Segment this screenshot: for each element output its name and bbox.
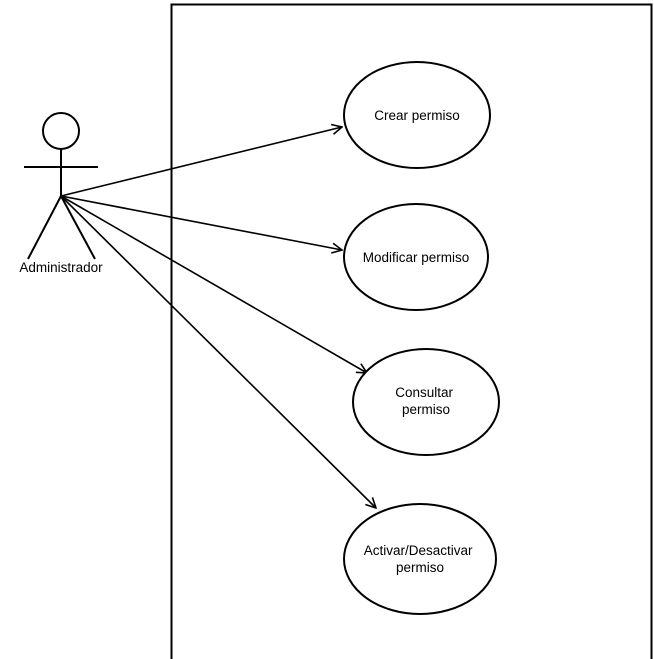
- use-case-modificar-permiso[interactable]: Modificar permiso: [343, 203, 489, 311]
- actor-label: Administrador: [19, 260, 103, 275]
- use-case-ellipse[interactable]: [343, 203, 489, 311]
- system-boundary: [170, 3, 653, 659]
- association-activar: [60, 195, 376, 508]
- use-case-label: Crear permiso: [374, 108, 460, 123]
- use-case-crear-permiso[interactable]: Crear permiso: [343, 61, 491, 169]
- actor-head: [42, 112, 80, 150]
- association-consultar: [60, 195, 367, 373]
- use-case-label: Modificar permiso: [363, 250, 470, 265]
- actor-left-leg: [27, 195, 62, 260]
- use-case-activar-desactivar-permiso[interactable]: Activar/Desactivar permiso: [343, 503, 497, 615]
- associations: [60, 127, 376, 508]
- actor-administrador[interactable]: [24, 112, 98, 260]
- use-case-ellipse[interactable]: [343, 61, 491, 169]
- use-case-ellipse[interactable]: [343, 503, 497, 615]
- use-case-label: Activar/Desactivar permiso: [364, 543, 477, 575]
- association-modificar: [60, 195, 342, 250]
- use-case-label: Consultar permiso: [395, 385, 457, 417]
- association-crear: [60, 127, 342, 197]
- use-case-consultar-permiso[interactable]: Consultar permiso: [352, 348, 500, 456]
- actor-right-leg: [60, 195, 96, 260]
- use-case-ellipse[interactable]: [352, 348, 500, 456]
